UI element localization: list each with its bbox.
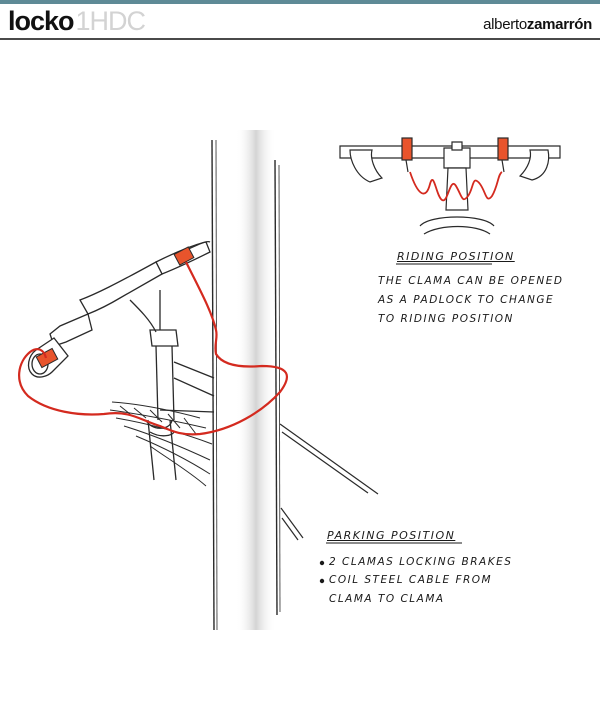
sketch-illustration xyxy=(18,130,561,631)
bullet-1 xyxy=(319,560,325,566)
riding-title: Riding position xyxy=(397,250,515,263)
author-name: albertozamarrón xyxy=(483,16,592,33)
title-underlines xyxy=(326,263,492,544)
author-last: zamarrón xyxy=(526,16,592,33)
parking-continuation: clama to clama xyxy=(329,593,445,605)
riding-coil-cable xyxy=(409,171,503,202)
parking-bullets xyxy=(319,560,325,584)
riding-line-3: to riding position xyxy=(378,313,514,325)
parking-title: Parking position xyxy=(327,529,456,542)
post xyxy=(211,130,281,631)
header-rule xyxy=(0,38,600,40)
author-first: alberto xyxy=(483,16,527,33)
front-wheel xyxy=(109,401,213,487)
riding-line-2: as a padlock to change xyxy=(378,294,555,306)
riding-line-1: The clama can be opened xyxy=(378,275,564,287)
post-left-edge xyxy=(211,139,215,631)
parking-bullet-1: 2 clamas locking brakes xyxy=(329,556,513,568)
riding-inset xyxy=(339,137,561,235)
bike-frame xyxy=(145,329,215,481)
bullet-2 xyxy=(319,578,325,584)
parking-bullet-2: coil steel cable from xyxy=(329,574,493,586)
red-cable xyxy=(18,261,289,436)
brand-logo: locko 1HDC xyxy=(8,6,147,36)
post-right-edge xyxy=(274,159,278,616)
post-shadow xyxy=(236,130,276,630)
top-tube-back xyxy=(279,423,379,541)
header: locko 1HDC albertozamarrón xyxy=(0,4,600,38)
brand-main: locko xyxy=(8,6,75,36)
header-accent-bar xyxy=(0,0,600,4)
brand-sub: 1HDC xyxy=(75,6,147,36)
